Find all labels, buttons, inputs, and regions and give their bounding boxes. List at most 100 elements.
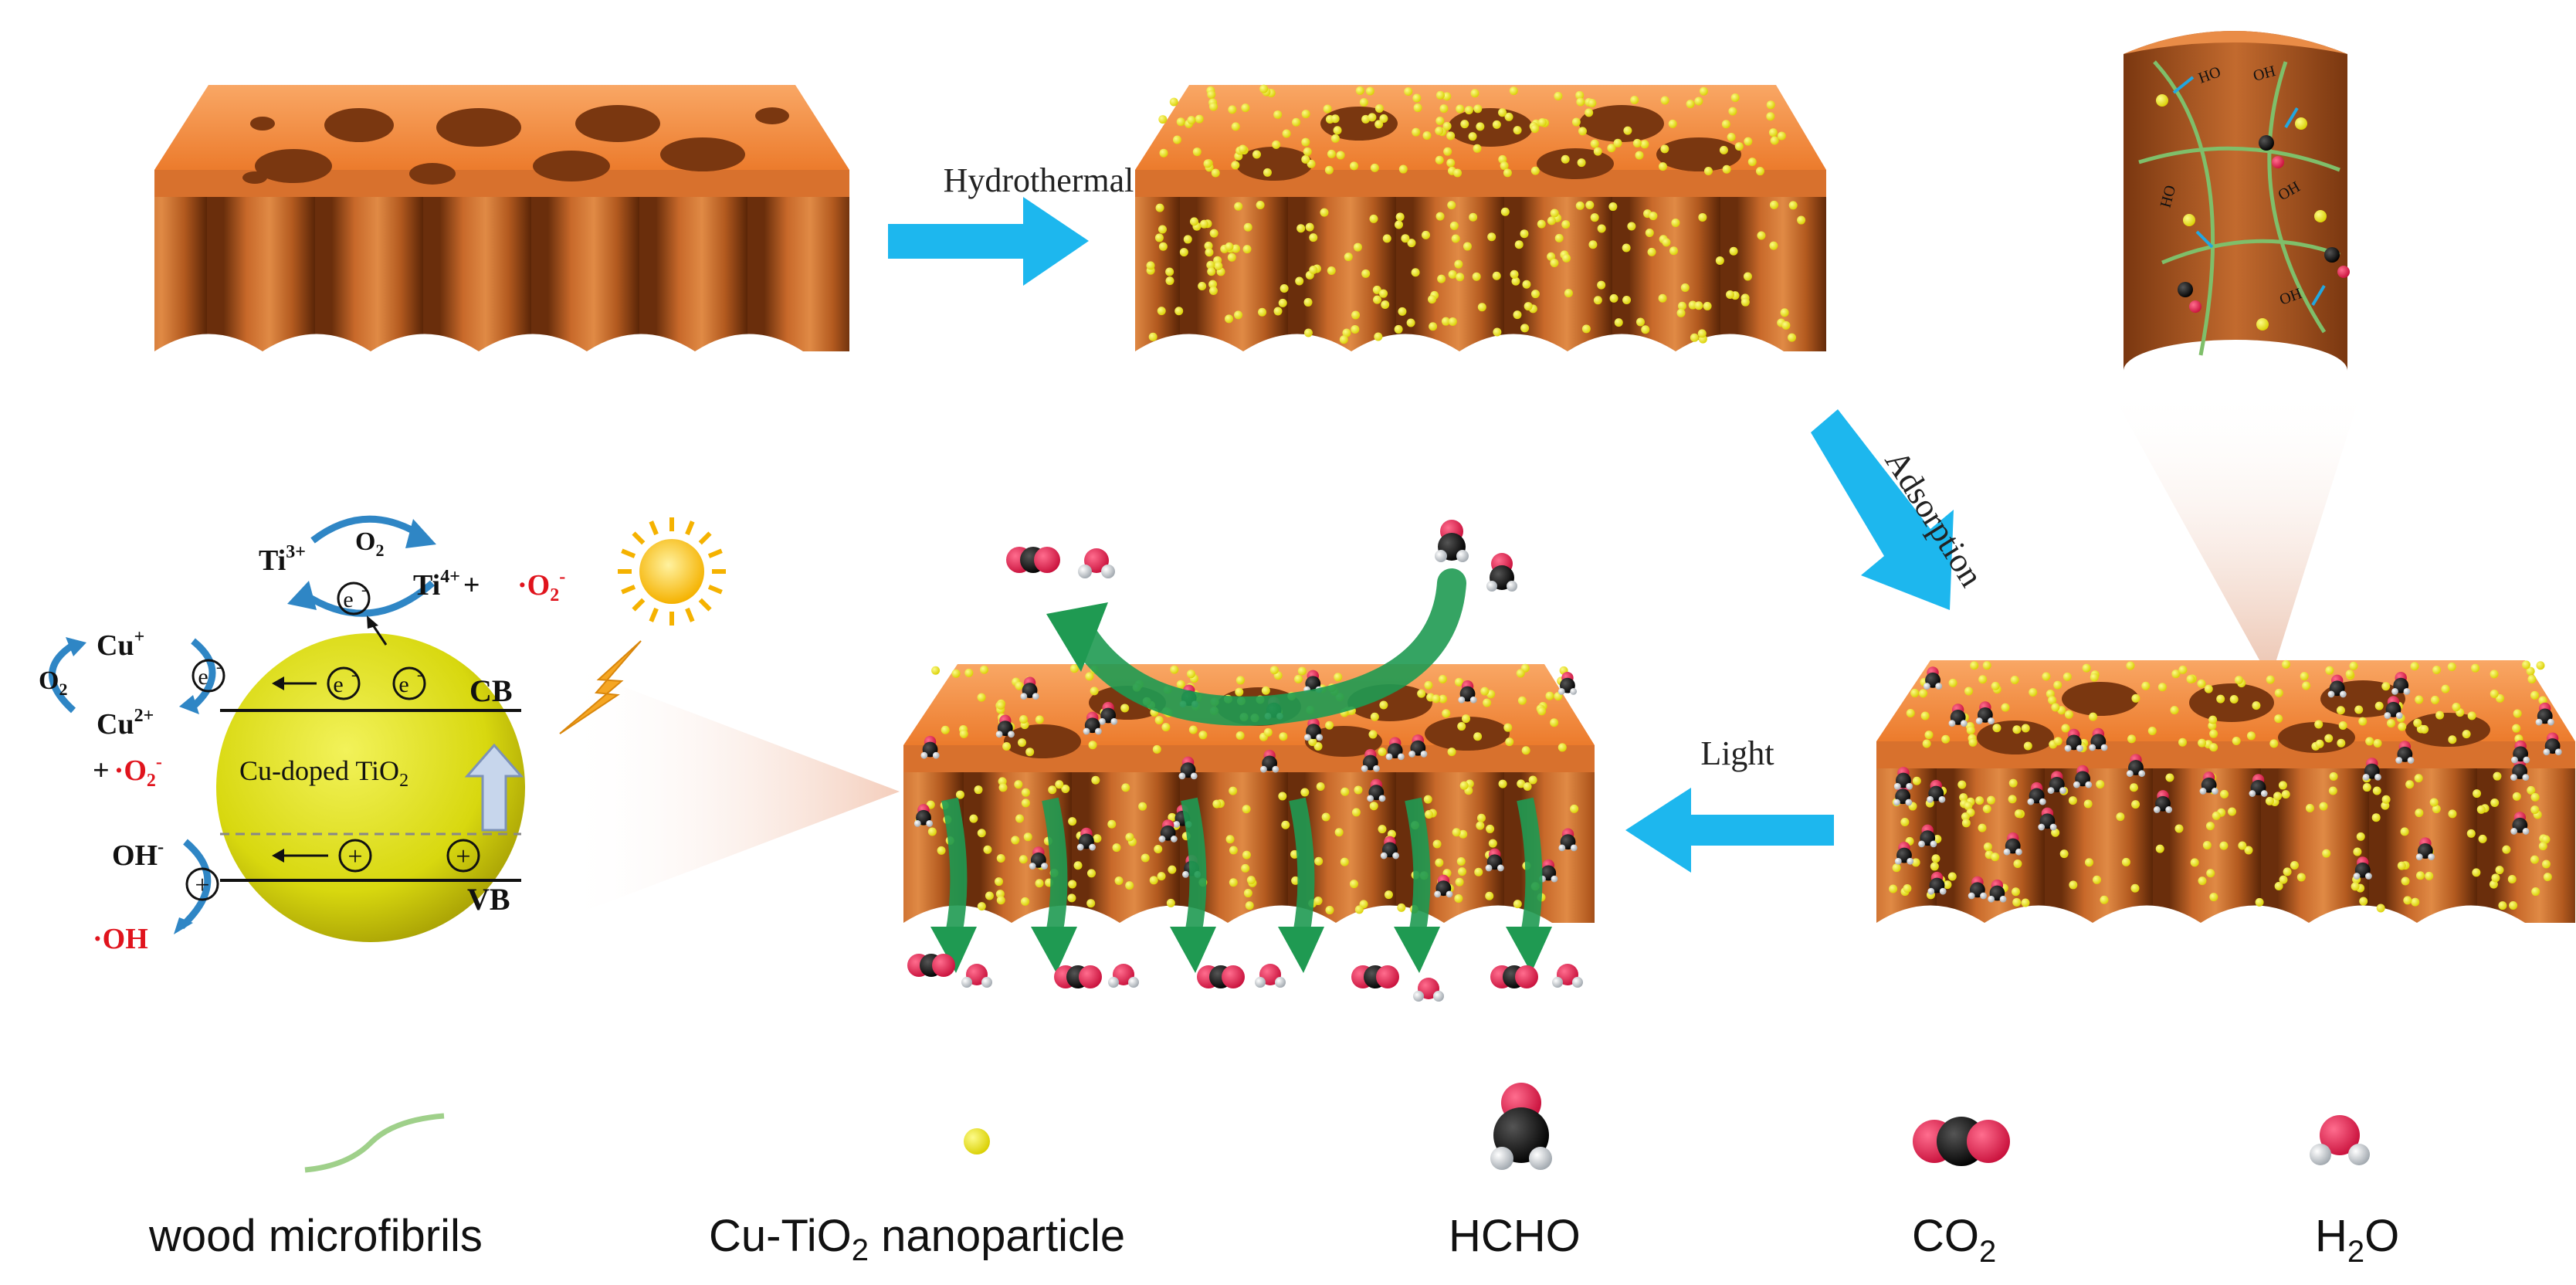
nanoparticle [2186,674,2195,683]
hole-vb-1: + [338,839,372,873]
nanoparticle [1211,168,1220,178]
hcho-hydrogen [995,731,1003,738]
nanoparticle [1341,787,1350,796]
nanoparticle [1014,780,1023,789]
nanoparticle [1645,229,1654,238]
nanoparticle [1547,216,1556,225]
nanoparticle [1516,669,1525,678]
hcho-hydrogen [1988,895,1995,903]
nanoparticle [2322,849,2331,858]
oh-cycle-arrows [174,839,212,934]
nanoparticle [2131,693,2140,703]
nanoparticle [1330,114,1340,124]
nanoparticle [2273,792,2283,801]
nanoparticle [1435,90,1445,100]
nanoparticle [1169,97,1178,107]
nanoparticle [1155,203,1164,212]
nanoparticle [1590,139,1599,148]
nanoparticle [1513,900,1522,909]
nanoparticle [1015,681,1024,690]
nanoparticle [2473,789,2482,798]
nanoparticle [1159,148,1168,158]
legend-h2o-icon [2310,1115,2370,1165]
nanoparticle [983,845,992,854]
nanoparticle [1208,102,1218,111]
hcho-hydrogen [1020,693,1028,700]
nanoparticle [1398,307,1407,316]
nanoparticle [1459,781,1469,790]
nanoparticle [1454,259,1463,269]
nanoparticle [2495,866,2504,875]
electron-top: e - [337,581,371,615]
nanoparticle [2064,710,2073,719]
nanoparticle [2305,803,2314,812]
legend-co2-label: CO2 [1912,1211,1996,1269]
nanoparticle [1301,137,1310,147]
nanoparticle [1630,96,1639,105]
hcho-adsorbed-block3 [1893,666,2562,903]
hcho-hydrogen [1935,683,1943,690]
nanoparticle [1417,689,1426,698]
nanoparticle [2493,771,2502,781]
hcho-hydrogen [2199,788,2207,795]
degradation-arrow [1517,797,1543,937]
nanoparticle [1590,213,1599,222]
nanoparticle [2530,855,2539,864]
nanoparticle [1261,686,1270,695]
nanoparticle [1422,230,1431,239]
nanoparticle [1413,103,1422,113]
nanoparticle [1021,897,1030,906]
svg-text:e: e [398,672,408,697]
hcho-hydrogen [1570,844,1578,852]
release-arrow-curved [1046,568,1466,726]
nanoparticle [951,669,961,678]
nanoparticle [1943,880,1952,890]
nanoparticle [1607,144,1616,153]
adsorption-arrow [1811,409,1954,610]
nanoparticle [1477,303,1486,312]
nanoparticle [1361,114,1371,124]
nanoparticle [2530,805,2540,815]
cu2-plus-label: Cu2+ [97,706,154,741]
nanoparticle [1183,235,1192,244]
nanoparticle [969,814,978,823]
nanoparticle [2512,724,2521,733]
nanoparticle [1493,327,1502,337]
nanoparticle [1513,310,1522,320]
nanoparticle [1361,269,1371,278]
nanoparticle [1303,328,1313,337]
nanoparticle [996,854,1005,863]
nanoparticle [1461,714,1470,724]
nanoparticle [1698,212,1707,222]
nanoparticle [2381,682,2391,691]
nanoparticle [1721,120,1730,129]
co2-top-1 [1006,547,1060,573]
nanoparticle [1703,301,1712,310]
nanoparticle [2447,662,2456,671]
h2o-hydrogen [1128,977,1139,988]
nanoparticle [1947,872,1957,881]
nanoparticle [1303,147,1312,156]
nanoparticle [995,877,1004,887]
nanoparticle [1649,212,1658,221]
nanoparticle [2155,844,2164,853]
h2o-hydrogen [1413,991,1424,1002]
hcho-hydrogen [2260,790,2268,797]
oh-radical-label: ·OH [93,923,148,955]
nanoparticle [2068,796,2077,805]
nanoparticle [2238,841,2247,850]
nanoparticle [1186,670,1195,679]
nanoparticle [2227,807,2236,816]
nanoparticle [1351,324,1360,334]
nanoparticle [1457,722,1466,731]
nanoparticle [1107,819,1117,829]
h2o-hydrogen [1275,977,1286,988]
nanoparticle [927,827,937,836]
nanoparticle [2356,832,2365,841]
nanoparticle [2513,709,2522,718]
hcho-hydrogen [1076,843,1084,851]
nanoparticle [2490,798,2500,808]
nanoparticle [1660,144,1669,154]
nanoparticle [2349,661,2358,670]
nanoparticle [1154,844,1163,853]
